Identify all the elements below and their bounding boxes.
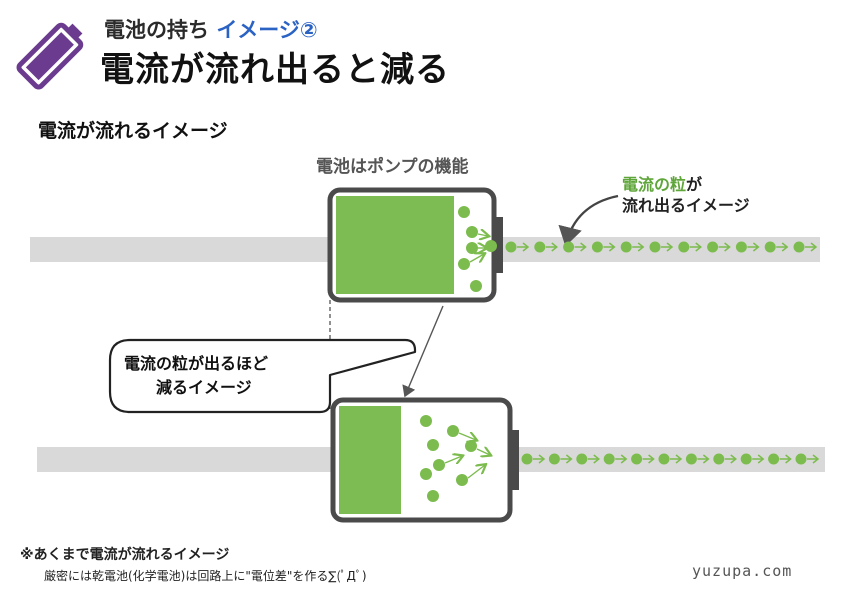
stream-arrow bbox=[574, 242, 587, 252]
stream-particle bbox=[620, 241, 632, 253]
site-name: yuzupa.com bbox=[692, 562, 793, 580]
stream-particle bbox=[685, 453, 697, 465]
bottom-battery-particles bbox=[420, 415, 477, 502]
stream-arrow bbox=[545, 242, 559, 252]
stream-particle bbox=[563, 241, 575, 253]
stream-arrow bbox=[779, 454, 792, 464]
stream-particle bbox=[795, 453, 807, 465]
annotation-line2: 流れ出るイメージ bbox=[622, 196, 750, 215]
stream-particle bbox=[534, 241, 546, 253]
pump-label: 電池はポンプの機能 bbox=[316, 157, 469, 177]
stream-arrow bbox=[642, 454, 655, 464]
bottom-battery-particle-arrows bbox=[444, 433, 490, 479]
bubble-line2: 減るイメージ bbox=[156, 378, 252, 397]
stream-particle bbox=[713, 453, 725, 465]
particle bbox=[456, 474, 468, 486]
stream-particle bbox=[735, 241, 747, 253]
particle bbox=[458, 258, 470, 270]
particle bbox=[420, 468, 432, 480]
stream-particle bbox=[768, 453, 780, 465]
stream-particle bbox=[591, 241, 603, 253]
stream-arrow bbox=[697, 454, 710, 464]
stream-arrow bbox=[718, 242, 731, 252]
stream-particle bbox=[764, 241, 776, 253]
top-battery-particles bbox=[458, 206, 497, 292]
particle-annotation: 電流の粒が 流れ出るイメージ bbox=[622, 174, 750, 216]
battery-logo-icon bbox=[16, 22, 84, 90]
bottom-particle-stream bbox=[521, 453, 820, 465]
stream-arrow bbox=[776, 242, 789, 252]
stream-particle bbox=[740, 453, 752, 465]
particle bbox=[433, 459, 445, 471]
speech-bubble bbox=[108, 338, 417, 414]
stream-arrow bbox=[560, 454, 573, 464]
stream-particle bbox=[505, 241, 517, 253]
stream-particle bbox=[548, 453, 560, 465]
top-particle-stream bbox=[505, 241, 818, 253]
particle bbox=[466, 226, 478, 238]
particle bbox=[466, 242, 478, 254]
particle bbox=[447, 425, 459, 437]
stream-arrow bbox=[603, 242, 616, 252]
page-title: 電流が流れ出ると減る bbox=[100, 50, 450, 90]
top-battery-particle-arrows bbox=[469, 234, 488, 262]
particle bbox=[427, 439, 439, 451]
particle bbox=[465, 440, 477, 452]
note-line1: ※あくまで電流が流れるイメージ bbox=[20, 547, 230, 563]
stream-particle bbox=[603, 453, 615, 465]
section-title: 電流が流れるイメージ bbox=[38, 120, 228, 142]
stream-particle bbox=[649, 241, 661, 253]
particle bbox=[420, 415, 432, 427]
stream-arrow bbox=[747, 242, 760, 252]
note-line2: 厳密には乾電池(化学電池)は回路上に"電位差"を作る∑(ﾟДﾟ) bbox=[44, 569, 367, 583]
stream-arrow bbox=[632, 242, 645, 252]
particle bbox=[427, 490, 439, 502]
stream-arrow bbox=[752, 454, 765, 464]
particle bbox=[458, 206, 470, 218]
stream-arrow bbox=[517, 242, 530, 252]
annotation-line1-rest: が bbox=[686, 175, 703, 194]
particle bbox=[485, 240, 497, 252]
stream-arrow bbox=[533, 454, 546, 464]
transition-arrow bbox=[402, 305, 444, 398]
stream-arrow bbox=[689, 242, 703, 252]
stream-particle bbox=[521, 453, 533, 465]
stream-arrow bbox=[724, 454, 738, 464]
stream-arrow bbox=[615, 454, 628, 464]
annotation-green-text: 電流の粒 bbox=[622, 175, 687, 194]
stream-arrow bbox=[661, 242, 674, 252]
stream-particle bbox=[576, 453, 588, 465]
bubble-text: 電流の粒が出るほど 減るイメージ bbox=[124, 352, 268, 400]
stream-particle bbox=[707, 241, 719, 253]
stream-particle bbox=[678, 241, 690, 253]
subtitle-accent: イメージ② bbox=[216, 18, 318, 42]
bottom-battery bbox=[330, 397, 519, 523]
bubble-line1: 電流の粒が出るほど bbox=[124, 354, 269, 373]
stream-arrow bbox=[805, 242, 818, 252]
stream-particle bbox=[631, 453, 643, 465]
annotation-arrow bbox=[558, 194, 619, 247]
stream-arrow bbox=[587, 454, 601, 464]
stream-particle bbox=[793, 241, 805, 253]
particle bbox=[470, 280, 482, 292]
stream-arrow bbox=[670, 454, 683, 464]
subtitle-prefix: 電池の持ち bbox=[104, 18, 209, 42]
header-subtitle: 電池の持ち イメージ② bbox=[104, 14, 318, 44]
stream-arrow bbox=[807, 454, 820, 464]
stream-particle bbox=[658, 453, 670, 465]
